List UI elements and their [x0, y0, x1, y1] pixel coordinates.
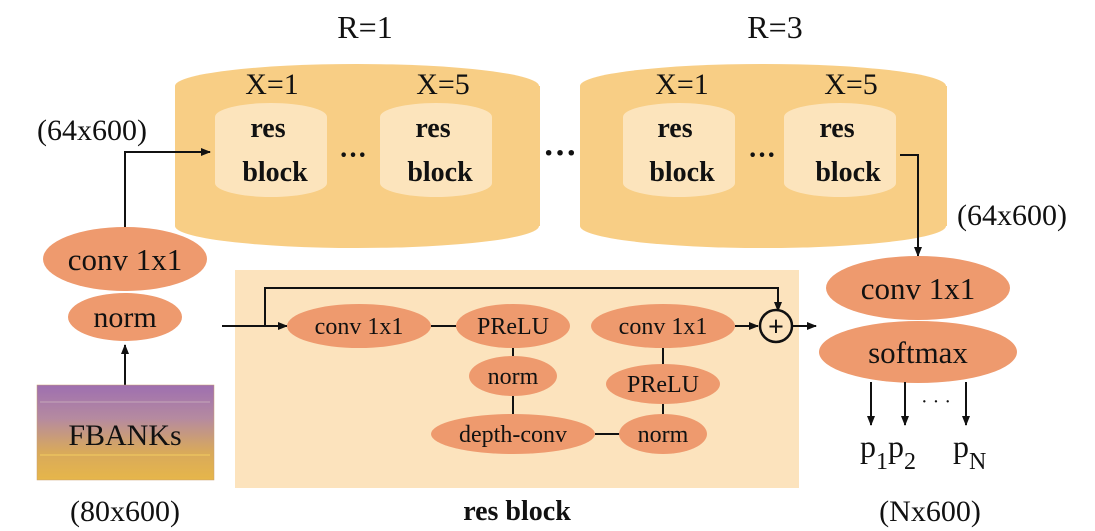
res-block-label: block: [815, 157, 881, 188]
output-feature-dimension-label: (Nx600): [879, 495, 981, 528]
res-conv1x1-second-node: [591, 304, 735, 348]
softmax-label: softmax: [868, 335, 968, 370]
res-norm-second-node: [619, 414, 707, 454]
res-norm-second-label: norm: [638, 422, 689, 448]
res-block-label: block: [649, 157, 715, 188]
res-conv1x1-second-label: conv 1x1: [619, 314, 708, 340]
conv1x1-output-label: conv 1x1: [861, 271, 976, 306]
output-dimension-label: (64x600): [957, 199, 1067, 232]
output-prob-p2-subscript: 2: [904, 449, 916, 475]
fbanks-feature-image: [36, 384, 215, 481]
res-norm-first-label: norm: [488, 364, 539, 390]
output-ellipsis: · · ·: [921, 391, 951, 413]
res-block-cylinder: [215, 103, 327, 197]
res-block-label: res: [819, 113, 854, 144]
res-norm-first-node: [469, 356, 557, 396]
output-prob-pn-symbol: p: [953, 428, 969, 464]
x-label-5-r3: X=5: [824, 68, 878, 101]
res-conv1x1-first-node: [287, 304, 431, 348]
residual-sum-symbol: +: [768, 312, 784, 343]
conv1x1-input-node: [43, 227, 207, 291]
x-label-5-r1: X=5: [416, 68, 470, 101]
input-dimension-label: (64x600): [37, 114, 147, 147]
res-block-label: res: [250, 113, 285, 144]
output-prob-p1: p1: [860, 428, 888, 475]
conv1x1-input-label: conv 1x1: [68, 242, 183, 277]
x-label-1-r1: X=1: [245, 68, 299, 101]
res-block-title: res block: [463, 496, 571, 527]
fbanks-label: FBANKs: [68, 419, 181, 452]
res-prelu-second-node: [606, 364, 720, 404]
input-feature-dimension-label: (80x600): [70, 495, 180, 528]
output-prob-p1-symbol: p: [860, 428, 876, 464]
res-block-label: res: [657, 113, 692, 144]
ellipsis: ···: [339, 140, 367, 171]
ellipsis: ···: [543, 135, 577, 172]
ellipsis: ···: [748, 140, 776, 171]
res-block-label: block: [407, 157, 473, 188]
res-block-cylinder: [380, 103, 492, 197]
res-block-label: res: [415, 113, 450, 144]
res-depth-conv-node: [431, 414, 595, 454]
res-block-label: block: [242, 157, 308, 188]
res-prelu-first-label: PReLU: [477, 314, 549, 340]
res-block-cylinder: [623, 103, 735, 197]
output-prob-p1-subscript: 1: [876, 449, 888, 475]
res-prelu-first-node: [456, 304, 570, 348]
res-block-cylinder: [784, 103, 896, 197]
softmax-node: [819, 321, 1017, 383]
conv1x1-output-node: [826, 256, 1010, 320]
output-prob-p2-symbol: p: [888, 428, 904, 464]
res-prelu-second-label: PReLU: [627, 372, 699, 398]
res-conv1x1-first-label: conv 1x1: [315, 314, 404, 340]
output-prob-p2: p2: [888, 428, 916, 475]
norm-input-label: norm: [93, 301, 156, 334]
repeat-label-r3: R=3: [747, 9, 802, 45]
res-depth-conv-label: depth-conv: [459, 422, 567, 448]
output-prob-pn-subscript: N: [969, 449, 986, 475]
norm-input-node: [68, 293, 182, 341]
repeat-label-r1: R=1: [337, 9, 392, 45]
output-prob-pn: pN: [953, 428, 986, 475]
x-label-1-r3: X=1: [655, 68, 709, 101]
